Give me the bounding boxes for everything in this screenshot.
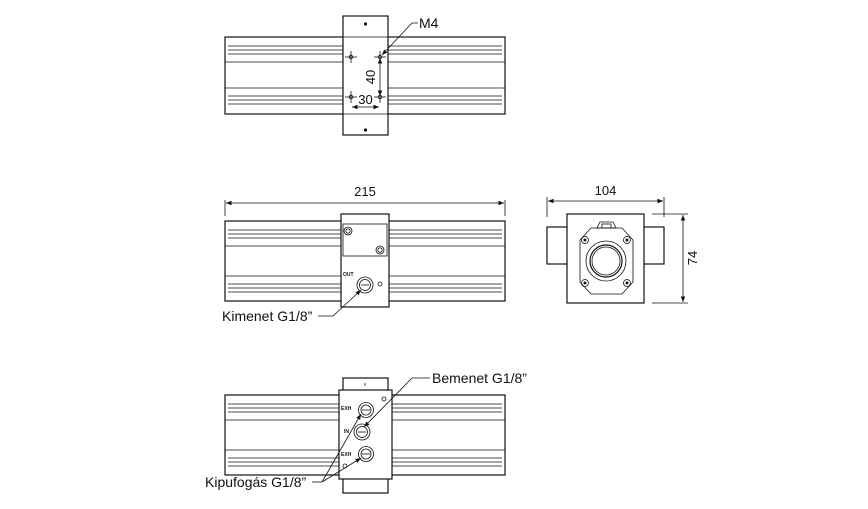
side-view: 104 74 [546, 183, 700, 304]
kimenet-label: Kimenet G1/8” [222, 308, 313, 324]
out-port-mark: OUT [343, 272, 354, 278]
dimension-40: 40 [363, 70, 378, 84]
out-port [356, 276, 374, 294]
dimension-30: 30 [358, 92, 372, 107]
inlet-port [353, 423, 371, 441]
bottom-view: EXH IN EXH Bemenet G1/8” Kipufogás G1/8” [205, 370, 527, 494]
kipufogas-label: Kipufogás G1/8” [205, 474, 307, 490]
exhaust-port-1 [358, 402, 374, 418]
top-view: M4 40 30 [224, 15, 506, 136]
in-port-mark: IN [344, 429, 349, 435]
bemenet-label: Bemenet G1/8” [432, 370, 527, 386]
exh-port-mark-2: EXH [341, 452, 352, 458]
front-view: 215 OUT Kimenet G1/8” [222, 184, 506, 324]
corner-screws [581, 236, 631, 287]
dimension-74: 74 [685, 251, 700, 265]
m4-label: M4 [419, 15, 439, 31]
dimension-215: 215 [354, 184, 376, 199]
exh-port-mark-1: EXH [341, 406, 352, 412]
exhaust-port-2 [358, 446, 374, 462]
dimension-104: 104 [595, 183, 617, 198]
mounting-holes [345, 51, 386, 103]
